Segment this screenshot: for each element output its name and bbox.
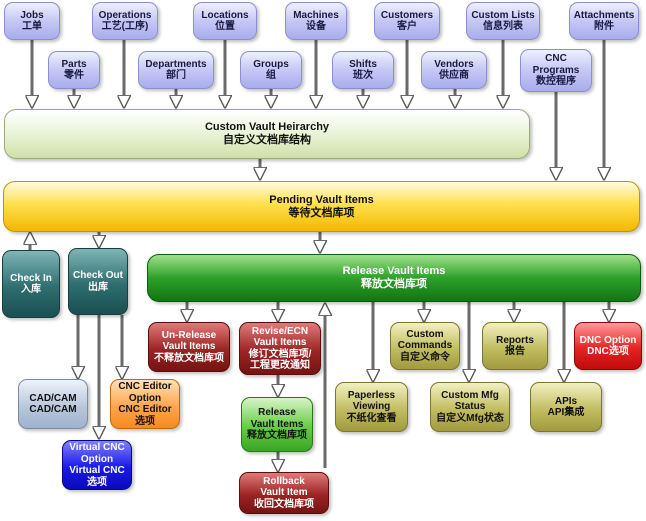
node-cad-cam[interactable]: CAD/CAMCAD/CAM (18, 379, 88, 429)
node-customers[interactable]: Customers客户 (374, 2, 440, 40)
release-vault-items[interactable]: Release Vault Items释放文档库项 (147, 254, 641, 302)
node-paperless-viewing[interactable]: PaperlessViewing不纸化查看 (335, 382, 408, 432)
node-custom-lists[interactable]: Custom Lists信息列表 (466, 2, 540, 40)
node-parts[interactable]: Parts零件 (48, 51, 100, 89)
pending-vault-items[interactable]: Pending Vault Items等待文档库项 (3, 181, 640, 232)
node-release-items[interactable]: ReleaseVault Items释放文档库项 (241, 397, 313, 452)
node-cnc-editor-option[interactable]: CNC EditorOptionCNC Editor选项 (110, 379, 180, 429)
node-attachments[interactable]: Attachments附件 (569, 2, 639, 40)
node-custom-commands[interactable]: CustomCommands自定义命令 (390, 322, 460, 370)
node-groups[interactable]: Groups组 (240, 51, 302, 89)
node-custom-mfg-status[interactable]: Custom MfgStatus自定义Mfg状态 (430, 382, 510, 432)
node-check-out[interactable]: Check Out出库 (68, 248, 128, 315)
node-check-in[interactable]: Check In入库 (2, 250, 60, 318)
node-locations[interactable]: Locations位置 (193, 2, 257, 40)
node-shifts[interactable]: Shifts班次 (332, 51, 394, 89)
node-reports[interactable]: Reports报告 (482, 322, 548, 370)
node-cnc-programs[interactable]: CNCPrograms数控程序 (520, 49, 592, 92)
node-jobs[interactable]: Jobs工单 (4, 2, 60, 40)
node-dnc-option[interactable]: DNC OptionDNC选项 (574, 322, 642, 370)
node-machines[interactable]: Machines设备 (285, 2, 347, 40)
node-rollback[interactable]: RollbackVault Item收回文档库项 (239, 472, 329, 514)
node-virtual-cnc-option[interactable]: Virtual CNCOptionVirtual CNC选项 (62, 440, 132, 490)
node-operations[interactable]: Operations工艺(工序) (92, 2, 158, 40)
node-un-release[interactable]: Un-ReleaseVault Items不释放文档库项 (148, 322, 230, 372)
node-apis[interactable]: APIsAPI集成 (530, 382, 602, 432)
node-departments[interactable]: Departments部门 (138, 51, 214, 89)
custom-vault-hierarchy[interactable]: Custom Vault Heirarchy自定义文档库结构 (4, 109, 530, 159)
node-vendors[interactable]: Vendors供应商 (421, 51, 487, 89)
node-revise-ecn[interactable]: Revise/ECNVault Items修订文档库项/工程更改通知 (239, 322, 321, 375)
